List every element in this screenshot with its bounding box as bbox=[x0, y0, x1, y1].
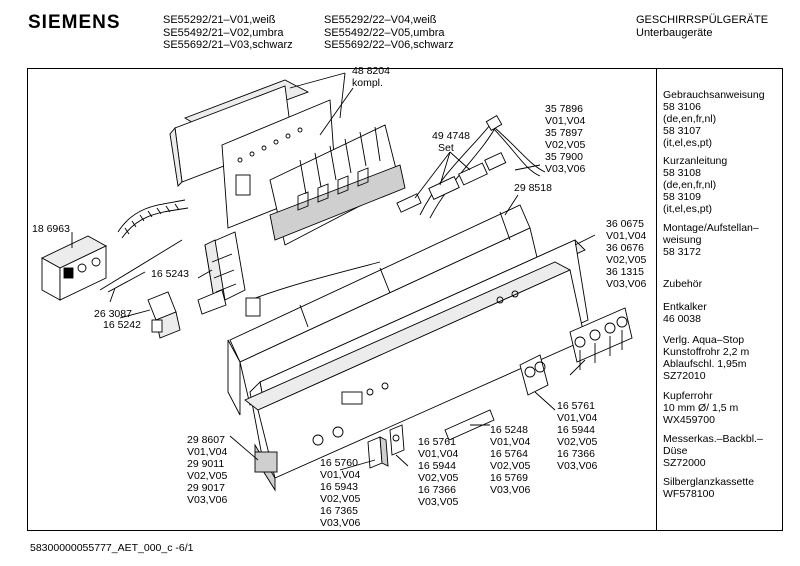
sidebar-block-accessories: Zubehör bbox=[663, 278, 703, 290]
part-label-298518: 29 8518 bbox=[514, 182, 552, 194]
category-title: GESCHIRRSPÜLGERÄTE Unterbaugeräte bbox=[636, 14, 768, 39]
sidebar-block-quickguide: Kurzanleitung 58 3108 (de,en,fr,nl) 58 3… bbox=[663, 155, 728, 215]
sidebar-block-installation: Montage/Aufstellan– weisung 58 3172 bbox=[663, 222, 759, 258]
part-label-165242: 16 5242 bbox=[103, 319, 141, 331]
sidebar-block-copper-pipe: Kupferrohr 10 mm Ø/ 1,5 m WX459700 bbox=[663, 390, 739, 426]
part-label-165761-a: 16 5761 V01,V04 16 5944 V02,V05 16 7366 … bbox=[418, 436, 459, 508]
sidebar-block-descaler: Entkalker 46 0038 bbox=[663, 301, 707, 325]
part-label-360675: 36 0675 V01,V04 36 0676 V02,V05 36 1315 … bbox=[606, 218, 647, 290]
model-line: SE55292/21–V01,weiß bbox=[163, 14, 276, 26]
category-line: GESCHIRRSPÜLGERÄTE bbox=[636, 14, 769, 26]
control-module-part bbox=[169, 79, 406, 246]
model-line: SE55492/21–V02,umbra bbox=[163, 26, 284, 39]
sidebar-block-silver-cassette: Silberglanzkassette WF578100 bbox=[663, 476, 755, 500]
part-label-165760: 16 5760 V01,V04 16 5943 V02,V05 16 7365 … bbox=[320, 457, 361, 529]
leader-lines bbox=[71, 72, 596, 471]
brand-logo: SIEMENS bbox=[28, 12, 121, 33]
part-label-165761-b: 16 5761 V01,V04 16 5944 V02,V05 16 7366 … bbox=[557, 400, 598, 472]
part-label-298607: 29 8607 V01,V04 29 9011 V02,V05 29 9017 … bbox=[187, 434, 228, 506]
ribbon-cable-part bbox=[117, 199, 189, 239]
part-label-263087: 26 3087 bbox=[94, 308, 132, 320]
part-label-186963: 18 6963 bbox=[32, 223, 70, 235]
button-set-right-part bbox=[569, 307, 633, 370]
model-line: SE55492/22–V05,umbra bbox=[324, 26, 445, 39]
model-line: SE55692/21–V03,schwarz bbox=[163, 39, 293, 51]
sidebar-block-manual: Gebrauchsanweisung 58 3106 (de,en,fr,nl)… bbox=[663, 89, 765, 149]
part-label-357896: 35 7896 V01,V04 35 7897 V02,V05 35 7900 … bbox=[545, 103, 586, 175]
part-label-494748: 49 4748 Set bbox=[432, 130, 470, 154]
part-label-165243: 16 5243 bbox=[151, 268, 189, 280]
document-number: 58300000055777_AET_000_c -6/1 bbox=[30, 542, 194, 554]
wiring-harness-part bbox=[245, 115, 546, 317]
sidebar-divider bbox=[656, 68, 657, 531]
drawing-frame bbox=[27, 68, 783, 531]
part-label-488204: 48 8204 kompl. bbox=[352, 65, 390, 89]
cover-strip-part bbox=[444, 409, 495, 441]
switch-module-part bbox=[41, 235, 107, 301]
model-line: SE55292/22–V04,weiß bbox=[324, 14, 437, 26]
holder-part bbox=[197, 231, 246, 315]
button-set-left-part bbox=[519, 354, 549, 396]
model-list-left: SE55292/21–V01,weiß SE55492/21–V02,umbra… bbox=[163, 14, 293, 52]
sidebar-block-nozzle: Messerkas.–Backbl.– Düse SZ72000 bbox=[663, 433, 763, 469]
category-line: Unterbaugeräte bbox=[636, 26, 713, 39]
model-line: SE55692/22–V06,schwarz bbox=[324, 39, 454, 51]
model-list-right: SE55292/22–V04,weiß SE55492/22–V05,umbra… bbox=[324, 14, 454, 52]
program-button-part bbox=[367, 424, 405, 469]
small-switch-part bbox=[147, 291, 181, 339]
sidebar-block-aquastop: Verlg. Aqua–Stop Kunstoffrohr 2,2 m Abla… bbox=[663, 334, 750, 382]
part-label-165248: 16 5248 V01,V04 16 5764 V02,V05 16 5769 … bbox=[490, 424, 531, 496]
